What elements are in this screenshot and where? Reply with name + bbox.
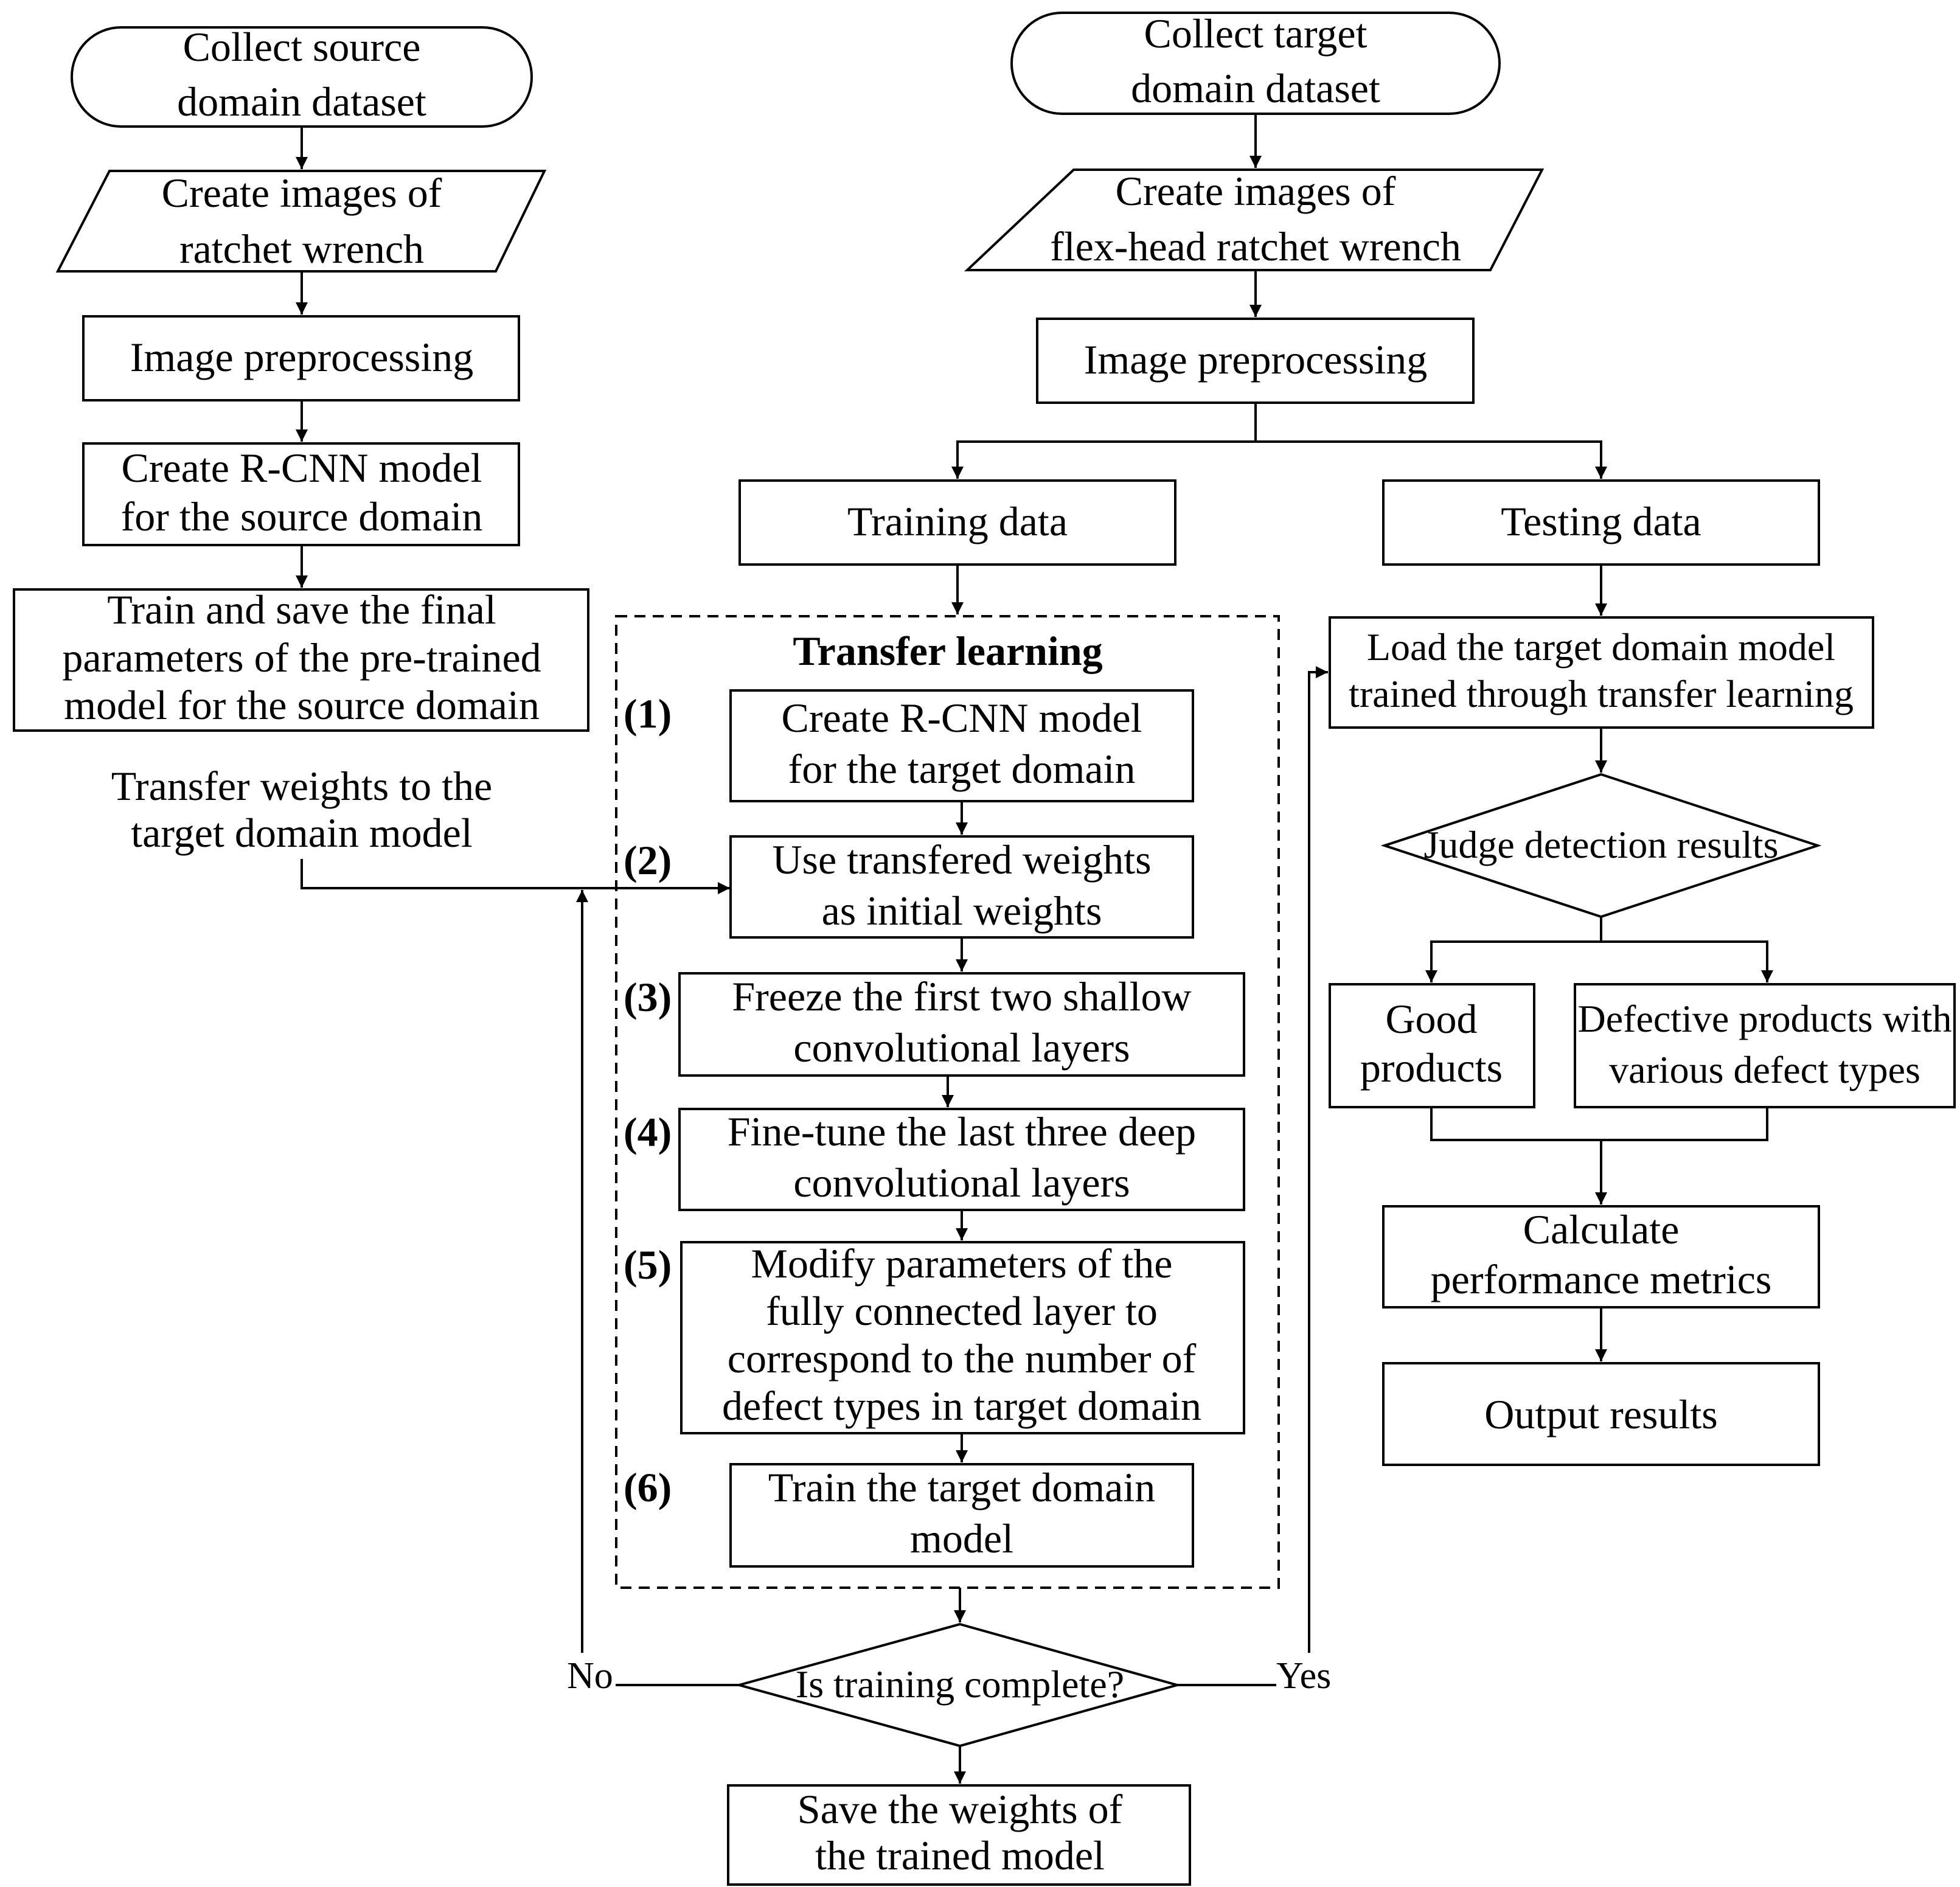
step-6-number: (6) xyxy=(624,1464,672,1510)
transfer-weights-connector xyxy=(301,859,730,894)
step-2-label-1: Use transfered weights xyxy=(772,836,1151,883)
load-model-label-1: Load the target domain model xyxy=(1367,625,1835,669)
step-6-label-2: model xyxy=(910,1515,1013,1562)
testing-data-label: Testing data xyxy=(1501,498,1701,544)
step-2-label-2: as initial weights xyxy=(822,888,1102,934)
transfer-weights-label-2: target domain model xyxy=(131,810,473,856)
target-create-images-label-1: Create images of xyxy=(1116,168,1396,214)
yes-label: Yes xyxy=(1276,1655,1331,1697)
judge-results-decision: Judge detection results xyxy=(1380,773,1822,919)
calculate-metrics-label-1: Calculate xyxy=(1523,1206,1680,1253)
source-train-save-label-2: parameters of the pre-trained xyxy=(62,634,541,681)
step-1-label-2: for the target domain xyxy=(788,746,1136,792)
source-create-images-node: Create images of ratchet wrench xyxy=(55,170,547,273)
target-collect-label-1: Collect target xyxy=(1144,10,1367,57)
merge-connector xyxy=(1430,1107,1768,1141)
transfer-learning-group: Transfer learning (1) Create R-CNN model… xyxy=(615,615,1280,1589)
good-products-label-2: products xyxy=(1360,1044,1503,1091)
step-5-label-1: Modify parameters of the xyxy=(751,1240,1173,1287)
arrow-to-defective xyxy=(1601,940,1773,982)
arrow-to-good xyxy=(1425,917,1602,982)
step-1-number: (1) xyxy=(624,690,672,737)
save-weights-label-1: Save the weights of xyxy=(798,1786,1123,1832)
source-create-model-node: Create R-CNN model for the source domain xyxy=(82,442,520,546)
training-data-node: Training data xyxy=(738,479,1176,566)
source-create-images-label-2: ratchet wrench xyxy=(179,226,424,272)
yes-arrow xyxy=(1308,666,1328,1653)
step-2-number: (2) xyxy=(624,837,672,883)
source-preprocessing-node: Image preprocessing xyxy=(82,315,520,401)
arrow-to-training xyxy=(951,403,1257,479)
step-4-label-2: convolutional layers xyxy=(793,1159,1130,1206)
transfer-weights-label-1: Transfer weights to the xyxy=(111,763,492,809)
step-4-label-1: Fine-tune the last three deep xyxy=(728,1108,1196,1155)
judge-results-label: Judge detection results xyxy=(1424,823,1779,866)
step-3-number: (3) xyxy=(624,974,672,1020)
output-results-label: Output results xyxy=(1484,1391,1717,1437)
target-preprocessing-node: Image preprocessing xyxy=(1036,318,1475,404)
transfer-learning-title: Transfer learning xyxy=(793,628,1102,674)
target-create-images-node: Create images of flex-head ratchet wrenc… xyxy=(964,168,1545,271)
step-6-label-1: Train the target domain xyxy=(768,1464,1155,1510)
source-collect-label-2: domain dataset xyxy=(177,78,426,125)
no-label: No xyxy=(567,1655,613,1697)
training-complete-question: Is training complete? xyxy=(796,1663,1124,1706)
step-5-number: (5) xyxy=(624,1242,672,1288)
source-collect-node: Collect source domain dataset xyxy=(71,24,533,128)
step-2-node: Use transfered weights as initial weight… xyxy=(729,835,1194,939)
source-train-save-label-1: Train and save the final xyxy=(107,586,496,633)
load-model-label-2: trained through transfer learning xyxy=(1349,672,1854,715)
target-collect-label-2: domain dataset xyxy=(1131,65,1380,111)
step-3-label-2: convolutional layers xyxy=(793,1024,1130,1071)
source-preprocessing-label: Image preprocessing xyxy=(130,334,474,380)
step-4-number: (4) xyxy=(624,1109,672,1155)
target-create-images-label-2: flex-head ratchet wrench xyxy=(1050,223,1461,269)
calculate-metrics-label-2: performance metrics xyxy=(1431,1256,1772,1302)
step-6-node: Train the target domain model xyxy=(729,1463,1194,1568)
good-products-label-1: Good xyxy=(1385,996,1477,1042)
target-collect-node: Collect target domain dataset xyxy=(1010,10,1501,115)
step-3-node: Freeze the first two shallow convolution… xyxy=(678,972,1245,1077)
save-weights-node: Save the weights of the trained model xyxy=(727,1784,1191,1886)
step-4-node: Fine-tune the last three deep convolutio… xyxy=(678,1108,1245,1211)
source-collect-label-1: Collect source xyxy=(183,24,421,70)
step-1-label-1: Create R-CNN model xyxy=(782,695,1142,741)
defective-products-label-1: Defective products with xyxy=(1578,997,1952,1040)
source-train-save-label-3: model for the source domain xyxy=(64,682,540,728)
defective-products-label-2: various defect types xyxy=(1609,1048,1920,1091)
source-create-model-label-1: Create R-CNN model xyxy=(122,445,482,491)
defective-products-node: Defective products with various defect t… xyxy=(1574,983,1956,1108)
step-5-label-2: fully connected layer to xyxy=(766,1288,1158,1334)
step-3-label-1: Freeze the first two shallow xyxy=(732,973,1191,1020)
step-1-node: Create R-CNN model for the target domain xyxy=(729,689,1194,802)
step-5-label-3: correspond to the number of xyxy=(728,1335,1197,1381)
arrow-to-testing xyxy=(1256,440,1607,479)
step-5-node: Modify parameters of the fully connected… xyxy=(680,1240,1245,1434)
step-5-label-4: defect types in target domain xyxy=(722,1383,1201,1429)
source-train-save-node: Train and save the final parameters of t… xyxy=(13,586,589,732)
training-data-label: Training data xyxy=(847,498,1068,544)
save-weights-label-2: the trained model xyxy=(815,1832,1105,1878)
training-complete-decision: Is training complete? xyxy=(734,1622,1182,1748)
load-model-node: Load the target domain model trained thr… xyxy=(1329,616,1874,729)
source-create-model-label-2: for the source domain xyxy=(121,493,483,540)
testing-data-node: Testing data xyxy=(1382,479,1820,566)
source-create-images-label-1: Create images of xyxy=(162,170,442,216)
calculate-metrics-node: Calculate performance metrics xyxy=(1382,1205,1820,1308)
target-preprocessing-label: Image preprocessing xyxy=(1084,336,1428,383)
output-results-node: Output results xyxy=(1382,1362,1820,1466)
good-products-node: Good products xyxy=(1329,983,1535,1108)
